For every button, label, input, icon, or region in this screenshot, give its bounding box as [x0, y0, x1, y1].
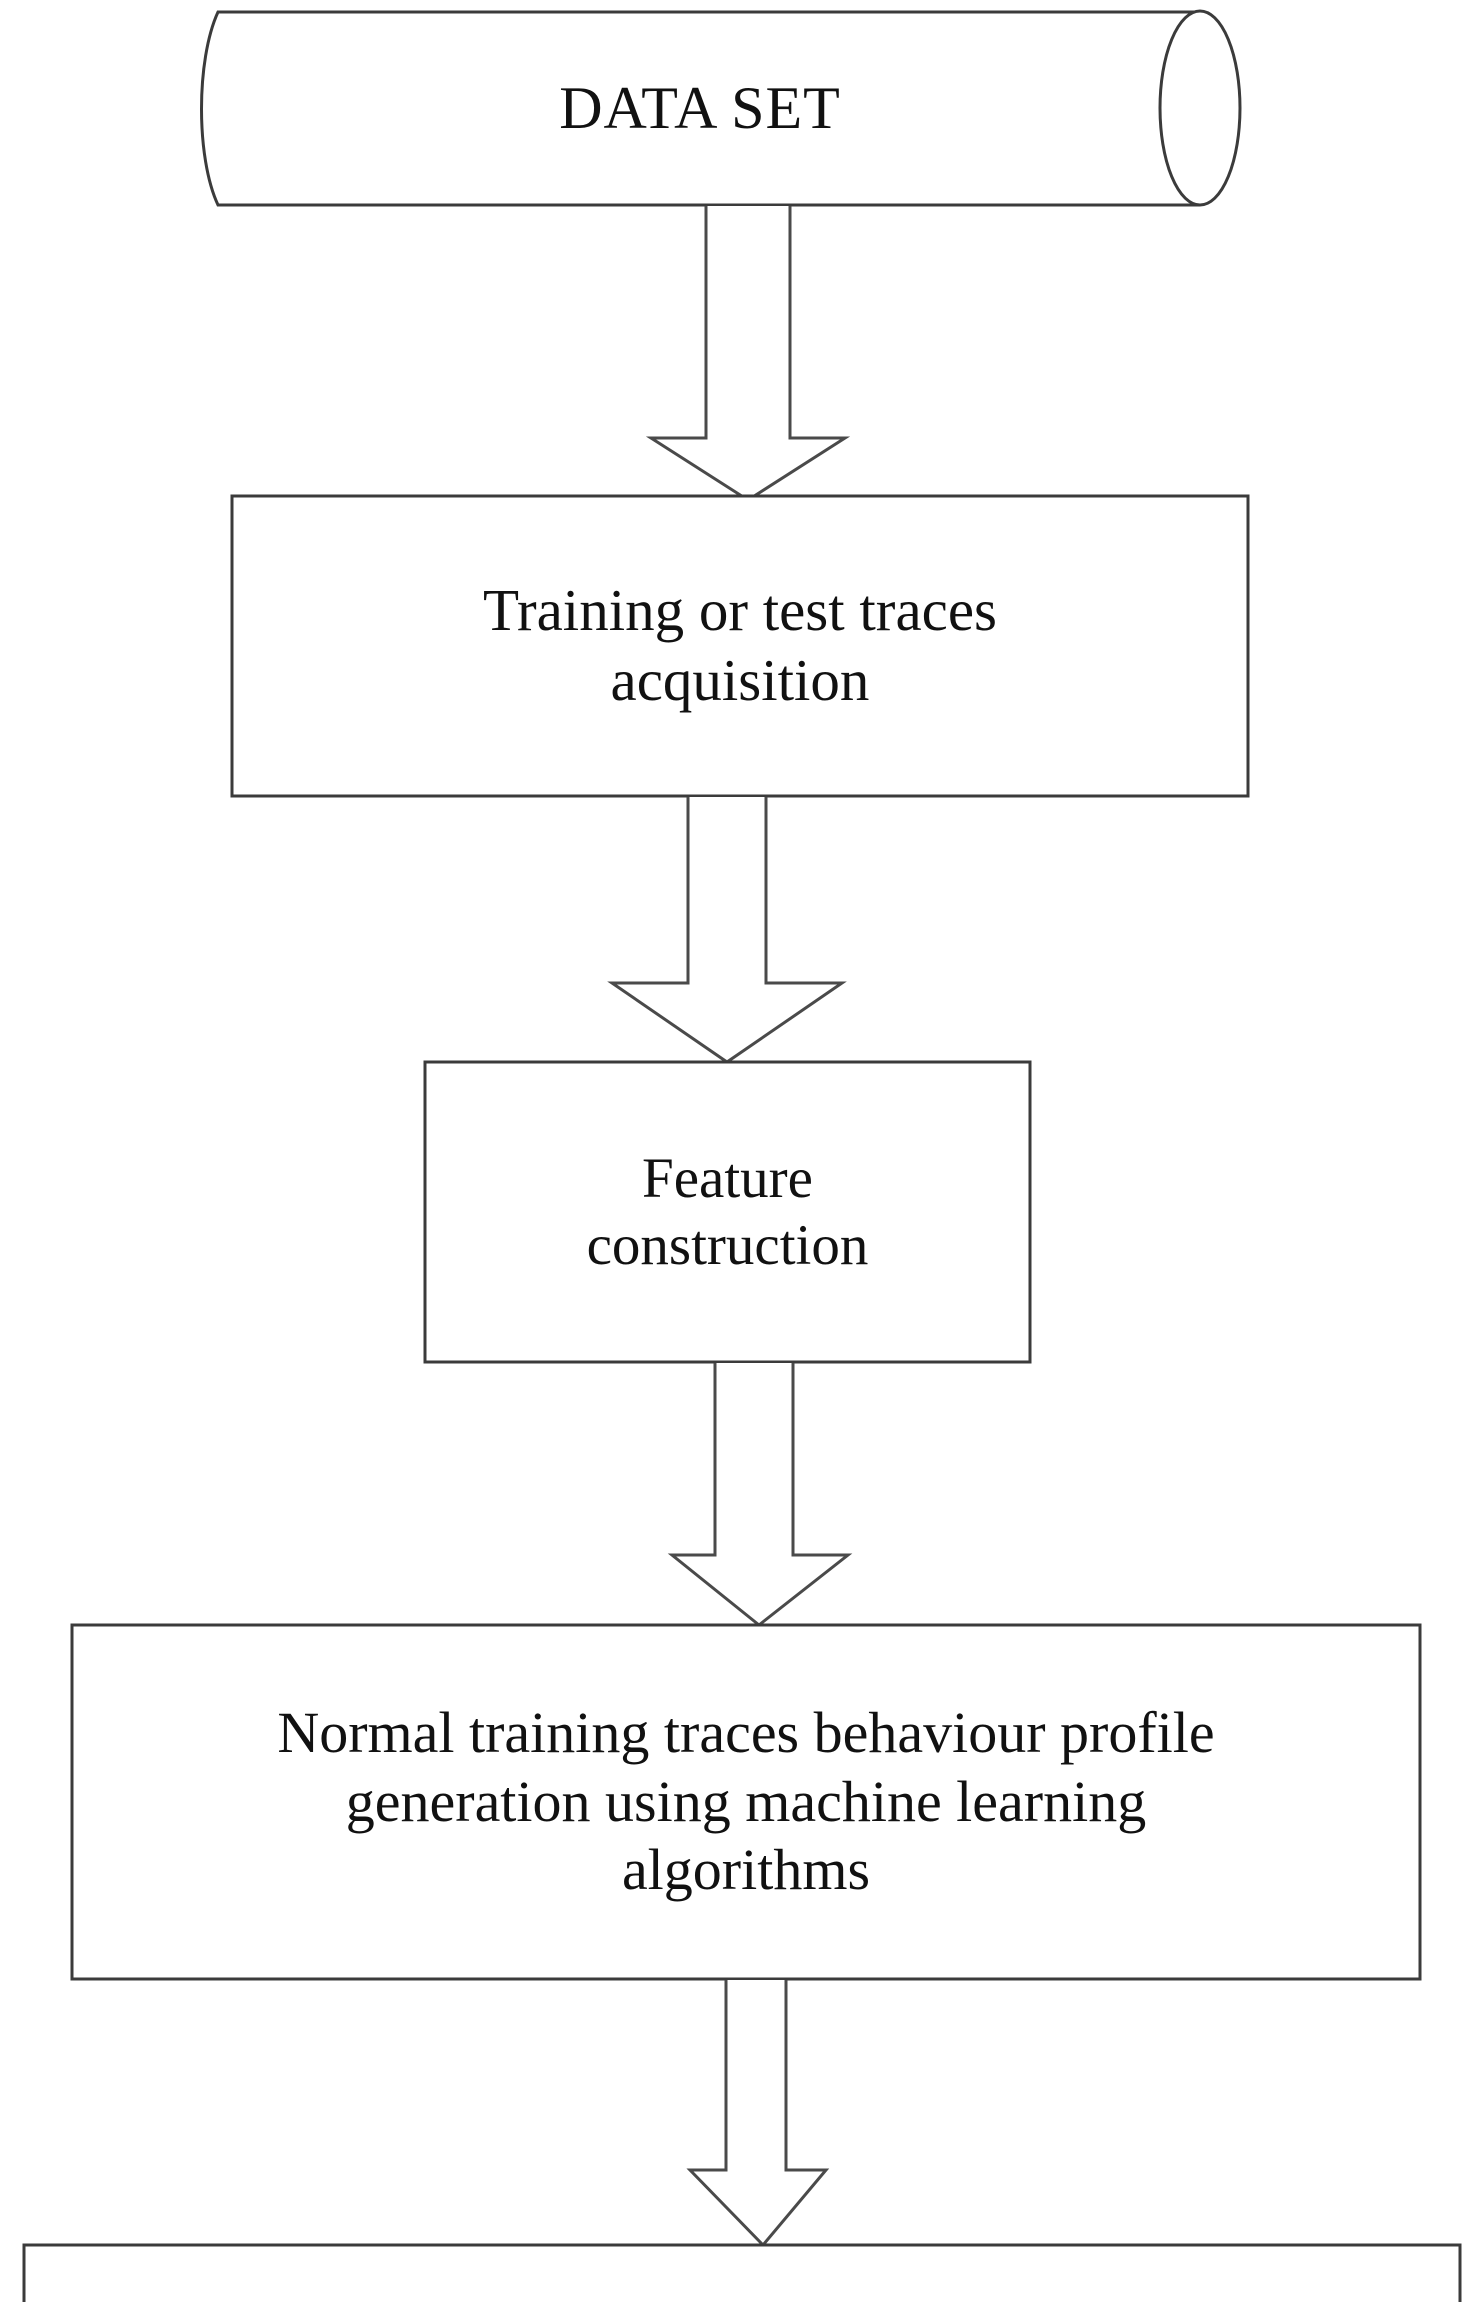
arrow-1-dataset-to-acquisition — [645, 206, 851, 502]
node-feature-shape[interactable] — [423, 1060, 1032, 1364]
node-profile-shape[interactable] — [70, 1623, 1422, 1981]
node-classify-shape[interactable] — [22, 2243, 1462, 2302]
node-dataset-shape[interactable] — [200, 9, 1242, 207]
node-acquisition-shape[interactable] — [230, 494, 1250, 798]
arrow-2-acquisition-to-feature — [607, 797, 847, 1064]
arrow-3-feature-to-profile — [667, 1363, 853, 1627]
arrow-4-profile-to-classify — [686, 1980, 830, 2248]
